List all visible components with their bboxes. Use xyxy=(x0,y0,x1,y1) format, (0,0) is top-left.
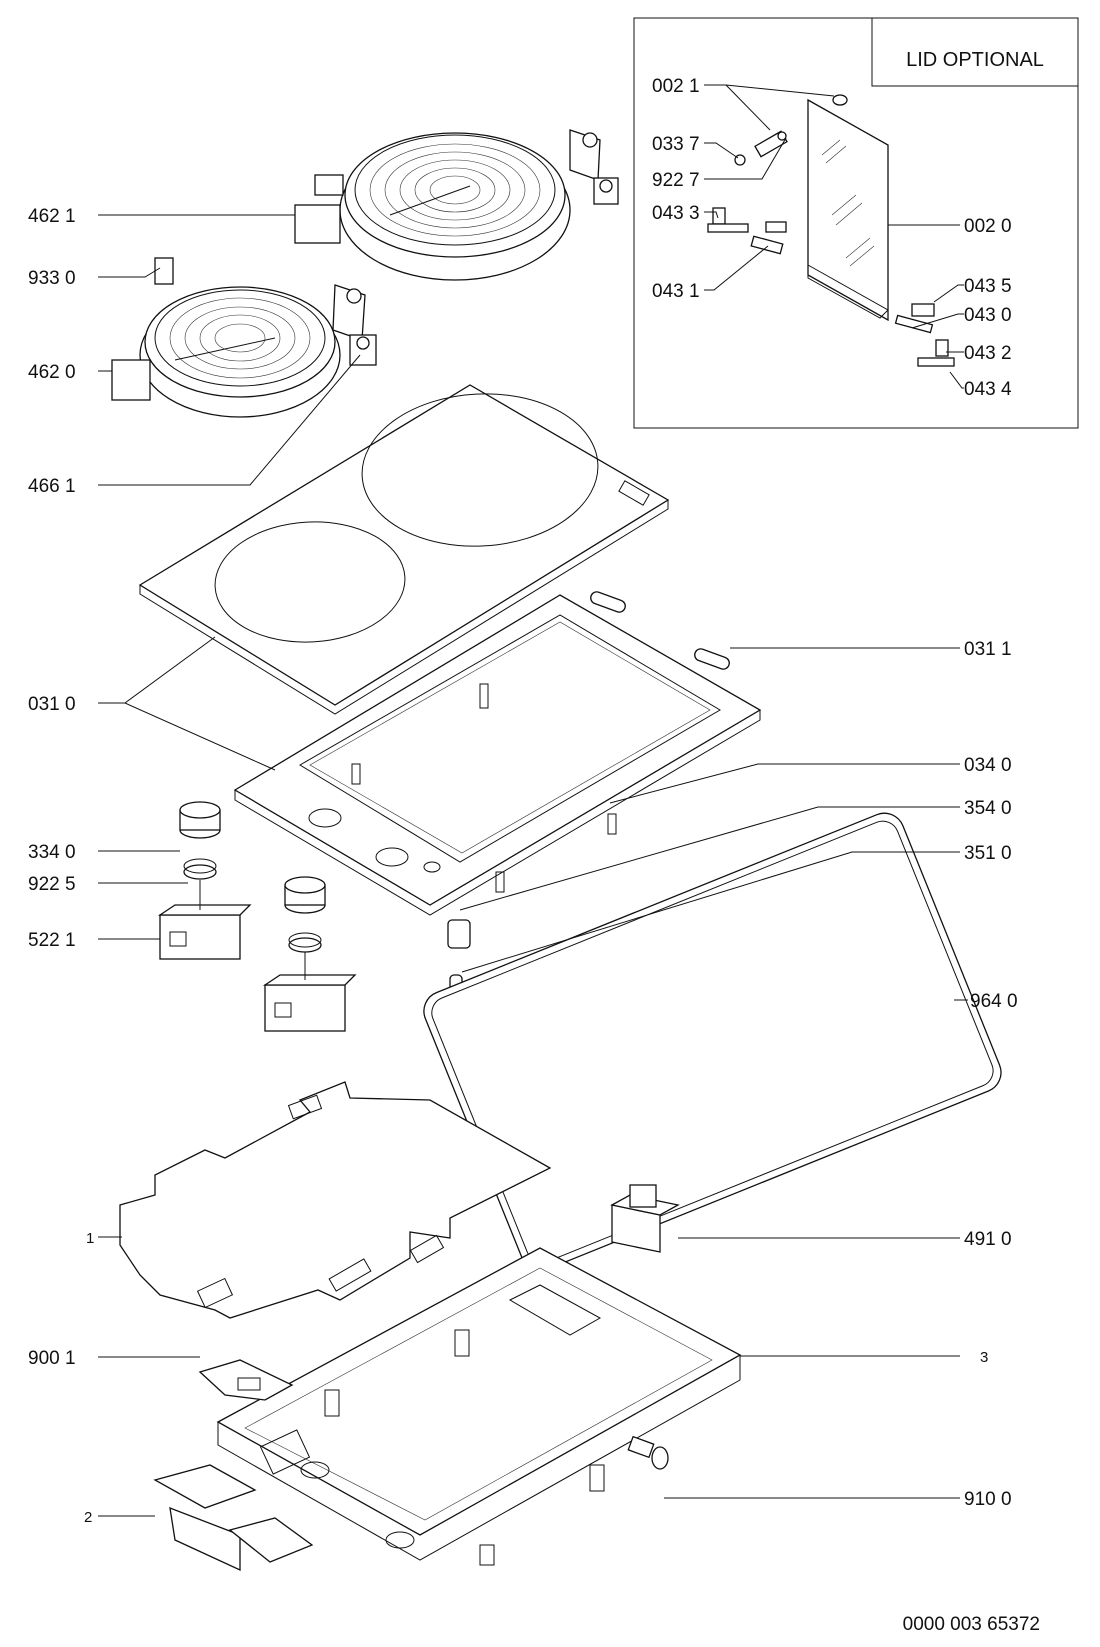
large-heating-element-drawing xyxy=(294,129,619,281)
knob-left-drawing xyxy=(157,801,252,960)
label-900-1: 900 1 xyxy=(28,1348,76,1369)
base-plate-drawing xyxy=(119,1081,552,1319)
label-043-4: 043 4 xyxy=(964,379,1012,400)
label-043-1: 043 1 xyxy=(652,281,700,302)
label-922-5: 922 5 xyxy=(28,874,76,895)
label-2: 2 xyxy=(84,1509,92,1526)
terminal-block-drawing xyxy=(610,1184,680,1253)
label-034-0: 034 0 xyxy=(964,755,1012,776)
label-043-0: 043 0 xyxy=(964,305,1012,326)
label-002-1: 002 1 xyxy=(652,76,700,97)
label-933-0: 933 0 xyxy=(28,268,76,289)
bottom-tray-drawing xyxy=(216,1247,742,1566)
label-354-0: 354 0 xyxy=(964,798,1012,819)
glass-lid-drawing xyxy=(807,94,889,322)
label-466-1: 466 1 xyxy=(28,476,76,497)
label-002-0: 002 0 xyxy=(964,216,1012,237)
label-910-0: 910 0 xyxy=(964,1489,1012,1510)
mounting-clip-drawing xyxy=(198,1359,294,1401)
label-491-0: 491 0 xyxy=(964,1229,1012,1250)
fixing-brackets-drawing xyxy=(153,1464,314,1572)
screw-drawing xyxy=(627,1435,669,1470)
lid-leader-lines xyxy=(704,84,964,389)
label-031-1: 031 1 xyxy=(964,639,1012,660)
small-heating-element-drawing xyxy=(111,257,377,418)
label-922-7: 922 7 xyxy=(652,170,700,191)
lid-optional-title: LID OPTIONAL xyxy=(906,49,1044,71)
label-3: 3 xyxy=(980,1349,988,1366)
lid-optional-panel: LID OPTIONAL xyxy=(633,17,1079,429)
label-043-2: 043 2 xyxy=(964,343,1012,364)
label-462-1: 462 1 xyxy=(28,206,76,227)
label-031-0: 031 0 xyxy=(28,694,76,715)
label-043-5: 043 5 xyxy=(964,276,1012,297)
label-462-0: 462 0 xyxy=(28,362,76,383)
label-033-7: 033 7 xyxy=(652,134,700,155)
indicator-and-seal-drawing xyxy=(423,812,1002,1272)
label-043-3: 043 3 xyxy=(652,203,700,224)
cooktop-frame-drawing xyxy=(233,591,762,916)
label-334-0: 334 0 xyxy=(28,842,76,863)
label-522-1: 522 1 xyxy=(28,930,76,951)
document-number: 0000 003 65372 xyxy=(903,1614,1040,1635)
glass-ceramic-top-drawing xyxy=(138,384,670,715)
knob-right-drawing xyxy=(262,876,357,1032)
main-leader-lines xyxy=(98,214,968,1517)
label-351-0: 351 0 xyxy=(964,843,1012,864)
label-1: 1 xyxy=(86,1230,94,1247)
label-964-0: 964 0 xyxy=(970,991,1018,1012)
